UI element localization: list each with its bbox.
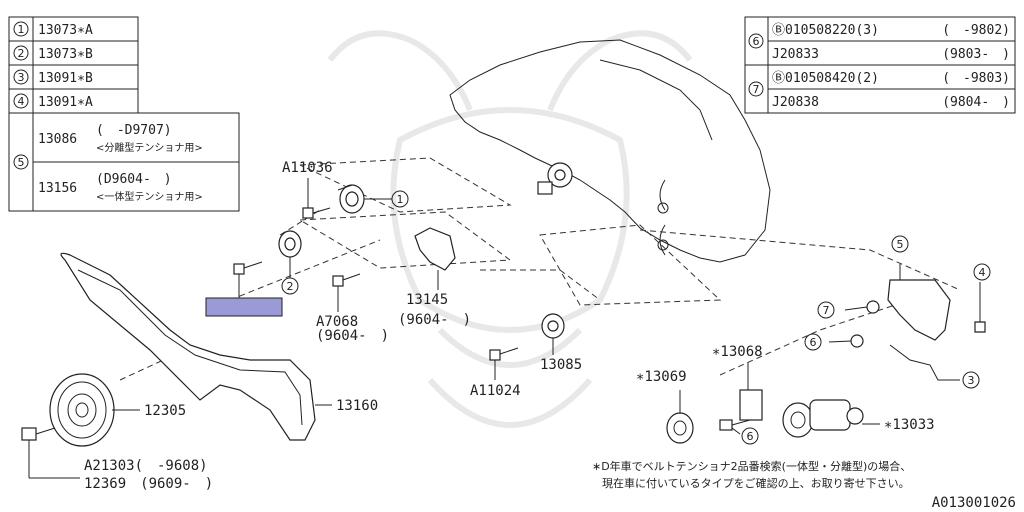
left-row-1-part: 13073∗A xyxy=(38,23,93,38)
left-row-3-part: 13091∗B xyxy=(38,71,93,86)
crank-bolt xyxy=(21,427,80,479)
label-13145: 13145 xyxy=(406,292,448,308)
bolt-6-lower xyxy=(719,419,751,435)
left-row-5-note-1: <一体型テンショナ用> xyxy=(96,190,203,203)
label-a21303: A21303( -9608) xyxy=(84,458,208,474)
left-row-5-range-1: (D9604- ) xyxy=(96,172,172,187)
right-group-7-part-1: J20838 xyxy=(772,95,819,110)
label-12305: 12305 xyxy=(144,403,186,419)
callout-numbers: 1 2 5 4 3 7 6 6 xyxy=(287,193,986,443)
callout-7: 7 xyxy=(823,304,830,317)
callout-6b: 6 xyxy=(747,430,754,443)
part-labels: A11036 A7068 (9604- ) 13145 (9604- ) 130… xyxy=(84,160,935,492)
idler-pulley-13085 xyxy=(541,313,565,355)
bolt-a11036 xyxy=(302,178,331,219)
bolt-7 xyxy=(844,300,880,314)
right-group-7-range-0: ( -9803) xyxy=(942,71,1010,86)
bolt-pulley-2 xyxy=(233,261,263,298)
bolt-a7068 xyxy=(332,273,361,312)
footnote-line-1: ∗D年車でベルトテンショナ2品番検索(一体型・分離型)の場合、 xyxy=(592,459,911,473)
right-group-6-part-0: Ⓑ010508220(3) xyxy=(772,23,879,38)
bolt-a11024 xyxy=(489,347,519,380)
tensioner-13033 xyxy=(782,399,880,438)
callout-circles xyxy=(281,190,991,445)
left-row-5-note-0: <分離型テンショナ用> xyxy=(96,141,203,154)
footnote-line-2: 現在車に付いているタイプをご確認の上、お取り寄せ下さい。 xyxy=(602,476,910,490)
label-a7068: A7068 xyxy=(316,314,358,330)
callout-3: 3 xyxy=(968,374,975,387)
pin-4 xyxy=(974,282,986,333)
label-a11024: A11024 xyxy=(470,383,521,399)
label-12369: 12369 (9609- ) xyxy=(84,476,213,492)
bolt-6-upper xyxy=(828,334,864,348)
callout-4: 4 xyxy=(979,266,986,279)
rod-3 xyxy=(889,344,960,381)
left-row-5-part-0: 13086 xyxy=(38,132,77,147)
label-13033: ∗13033 xyxy=(884,417,935,433)
crank-pulley-12305 xyxy=(49,373,140,447)
label-13160: 13160 xyxy=(336,398,378,414)
left-row-5-range-0: ( -D9707) xyxy=(96,123,172,138)
idler-pulley-1 xyxy=(337,184,365,214)
right-group-6-range-1: (9803- ) xyxy=(942,47,1010,62)
right-group-7-part-0: Ⓑ010508420(2) xyxy=(772,71,879,86)
label-13069: ∗13069 xyxy=(636,369,687,385)
left-row-2-part: 13073∗B xyxy=(38,47,93,62)
left-row-4-circle xyxy=(13,93,29,109)
label-13085: 13085 xyxy=(540,357,582,373)
label-a7068-range: (9604- ) xyxy=(316,328,389,344)
right-group-7-circle xyxy=(748,81,764,97)
assembly-dashed-lines xyxy=(119,157,961,381)
left-parts-table xyxy=(8,16,240,212)
tensioner-bracket xyxy=(887,264,951,341)
left-row-1-index: 1 xyxy=(18,23,25,36)
right-group-7-range-1: (9804- ) xyxy=(942,95,1010,110)
right-group-6-part-1: J20833 xyxy=(772,47,819,62)
right-group-6-circle xyxy=(748,33,764,49)
callout-1: 1 xyxy=(397,193,404,206)
right-group-6-index: 6 xyxy=(753,35,760,48)
engine-block xyxy=(449,39,771,263)
footnote: ∗D年車でベルトテンショナ2品番検索(一体型・分離型)の場合、 現在車に付いてい… xyxy=(592,459,911,490)
callout-6a: 6 xyxy=(810,336,817,349)
left-row-3-index: 3 xyxy=(18,71,25,84)
label-a11036: A11036 xyxy=(282,160,333,176)
left-row-4-part: 13091∗A xyxy=(38,95,93,110)
callout-5: 5 xyxy=(897,238,904,251)
left-row-1-circle xyxy=(13,21,29,37)
left-row-5-index: 5 xyxy=(18,156,25,169)
left-row-2-circle xyxy=(13,45,29,61)
diagram-id: A013001026 xyxy=(932,495,1016,511)
left-row-4-index: 4 xyxy=(18,95,25,108)
timing-belt-13160 xyxy=(60,252,332,441)
watermark-emblem xyxy=(327,30,693,428)
right-group-7-index: 7 xyxy=(753,83,760,96)
callout-2: 2 xyxy=(287,280,294,293)
left-row-2-index: 2 xyxy=(18,47,25,60)
label-13145-range: (9604- ) xyxy=(398,312,471,328)
left-row-5-circle xyxy=(13,154,29,170)
idler-13068 xyxy=(739,362,763,421)
label-13068: ∗13068 xyxy=(712,344,763,360)
left-row-3-circle xyxy=(13,69,29,85)
left-row-5-part-1: 13156 xyxy=(38,181,77,196)
right-group-6-range-0: ( -9802) xyxy=(942,23,1010,38)
idler-pulley-2 xyxy=(278,230,302,278)
bracket-13145 xyxy=(414,227,456,290)
engine-idler xyxy=(537,162,573,195)
right-parts-table xyxy=(744,16,1016,114)
idler-13069 xyxy=(666,390,694,444)
highlight-box xyxy=(205,297,283,317)
